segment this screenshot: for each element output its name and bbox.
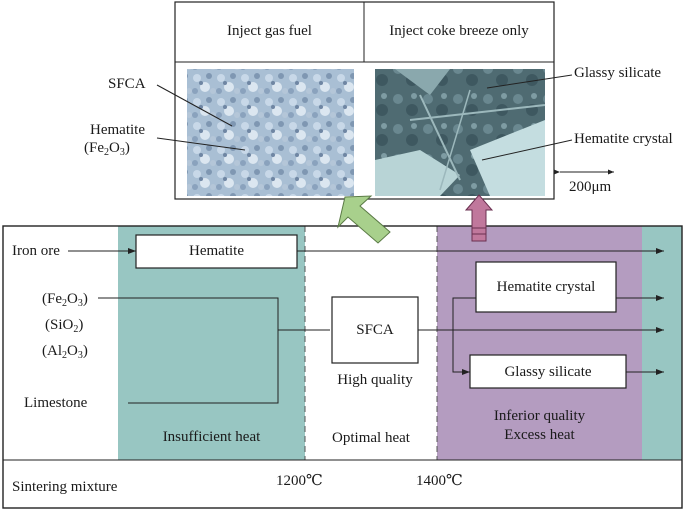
green-arrow — [337, 195, 391, 244]
fe2o3-label: (Fe2O3) — [42, 291, 88, 309]
sio2-label: (SiO2) — [45, 317, 84, 335]
hematite-box-label: Hematite — [189, 243, 244, 259]
hematite-photo-label: Hematite — [90, 122, 145, 138]
process-panel — [2, 225, 683, 509]
coke-breeze-header: Inject coke breeze only — [389, 23, 529, 39]
temp-1400-label: 1400℃ — [416, 473, 463, 489]
hematite-crystal-box — [475, 261, 617, 313]
glassy-photo-label: Glassy silicate — [574, 65, 662, 81]
gas-fuel-micrograph — [187, 69, 354, 196]
glassy-pointer — [486, 74, 573, 89]
glassy-silicate-box — [469, 354, 627, 389]
glassy-silicate-box-label: Glassy silicate — [504, 364, 592, 380]
scale-label: 200μm — [569, 179, 612, 195]
hematite-pointer — [156, 137, 246, 151]
photo-panel — [156, 1, 614, 200]
sfca-pointer — [156, 84, 233, 127]
optimal-heat-label: Optimal heat — [332, 430, 410, 446]
right-zone — [642, 226, 682, 460]
sfca-box — [331, 296, 419, 364]
sintering-mixture-label: Sintering mixture — [12, 479, 118, 495]
hematite-box — [135, 234, 298, 269]
gas-fuel-header: Inject gas fuel — [227, 23, 312, 39]
al2o3-label: (Al2O3) — [42, 343, 88, 361]
temp-1200-label: 1200℃ — [276, 473, 323, 489]
high-quality-label: High quality — [337, 372, 413, 388]
crystal-pointer — [481, 139, 573, 161]
iron-ore-label: Iron ore — [12, 243, 60, 259]
coke-breeze-micrograph — [375, 69, 546, 196]
crystal-photo-label: Hematite crystal — [574, 131, 673, 147]
excess-heat-label: Excess heat — [504, 427, 575, 443]
limestone-label: Limestone — [24, 395, 88, 411]
insufficient-heat-label: Insufficient heat — [162, 429, 261, 445]
hematite-formula-label: (Fe2O3) — [84, 140, 130, 158]
inferior-quality-label: Inferior quality — [493, 408, 586, 424]
sfca-box-label: SFCA — [356, 322, 394, 338]
hematite-crystal-box-label: Hematite crystal — [496, 279, 596, 295]
sfca-photo-label: SFCA — [108, 76, 146, 92]
pink-arrow — [464, 194, 494, 242]
